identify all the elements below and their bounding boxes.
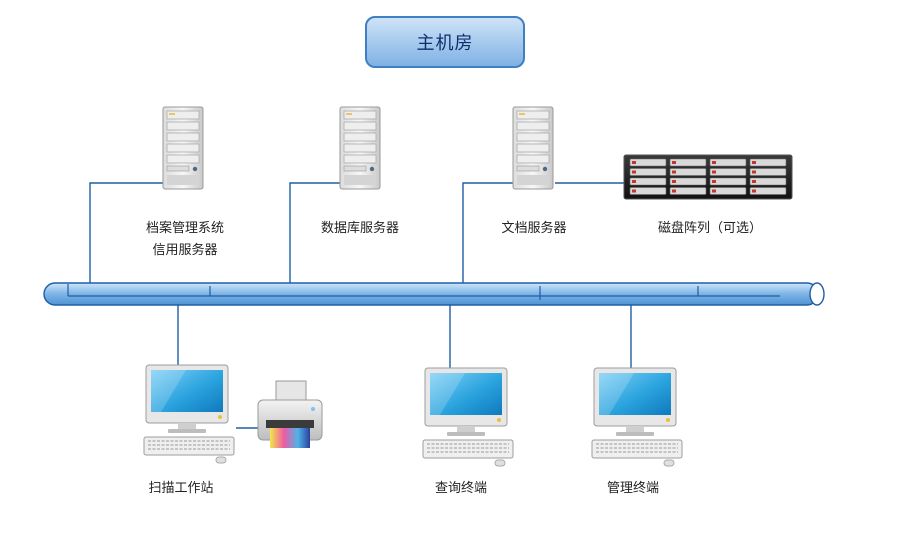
drive-bay <box>629 187 667 195</box>
drive-bay <box>749 158 787 167</box>
archive-server-icon <box>162 106 204 190</box>
query-terminal-label: 查询终端 <box>434 481 487 496</box>
printer-icon <box>257 380 323 448</box>
document-server-label: 文档服务器 <box>501 221 567 236</box>
document-server-icon <box>512 106 554 190</box>
drive-bay <box>749 177 787 186</box>
drive-led <box>712 170 716 174</box>
drive-led <box>632 170 636 174</box>
admin-terminal-pc-icon <box>591 367 683 467</box>
connection-lines <box>89 182 632 429</box>
drive-bay <box>669 158 707 167</box>
link-archive-server <box>89 182 165 288</box>
drive-bay <box>709 177 747 186</box>
archive-server-label-line1: 档案管理系统 <box>145 221 224 236</box>
disk-array-label: 磁盘阵列（可选） <box>657 221 762 236</box>
drive-led <box>672 170 676 174</box>
scan-station-pc-icon <box>143 364 235 464</box>
drive-bay <box>629 158 667 167</box>
drive-led <box>632 180 636 183</box>
drive-led <box>752 189 756 193</box>
drive-led <box>672 189 676 193</box>
network-bus <box>43 282 825 306</box>
main-machine-room-title: 主机房 <box>365 16 525 68</box>
drive-bay <box>749 187 787 195</box>
drive-led <box>632 161 636 164</box>
drive-bay <box>669 187 707 195</box>
link-db-server <box>289 182 340 290</box>
drive-led <box>752 170 756 174</box>
drive-bay <box>749 168 787 176</box>
drive-bay <box>709 187 747 195</box>
drive-led <box>632 189 636 193</box>
drive-bay <box>709 158 747 167</box>
drive-led <box>752 180 756 183</box>
drive-led <box>712 161 716 164</box>
archive-server-label: 档案管理系统 信用服务器 <box>120 218 250 262</box>
query-terminal-pc-icon <box>422 367 514 467</box>
drive-bay <box>669 168 707 176</box>
drive-led <box>712 180 716 183</box>
archive-server-label-line2: 信用服务器 <box>152 243 218 258</box>
database-server-label: 数据库服务器 <box>320 221 399 236</box>
scan-station-label: 扫描工作站 <box>148 481 214 496</box>
link-doc-server <box>462 182 515 293</box>
drive-bay <box>629 168 667 176</box>
drive-led <box>672 161 676 164</box>
drive-led <box>712 189 716 193</box>
drive-bay <box>629 177 667 186</box>
database-server-icon <box>339 106 381 190</box>
drive-led <box>752 161 756 164</box>
admin-terminal-label: 管理终端 <box>606 481 659 496</box>
drive-bay <box>709 168 747 176</box>
drive-led <box>672 180 676 183</box>
drive-bay <box>669 177 707 186</box>
disk-array-icon <box>623 154 793 200</box>
